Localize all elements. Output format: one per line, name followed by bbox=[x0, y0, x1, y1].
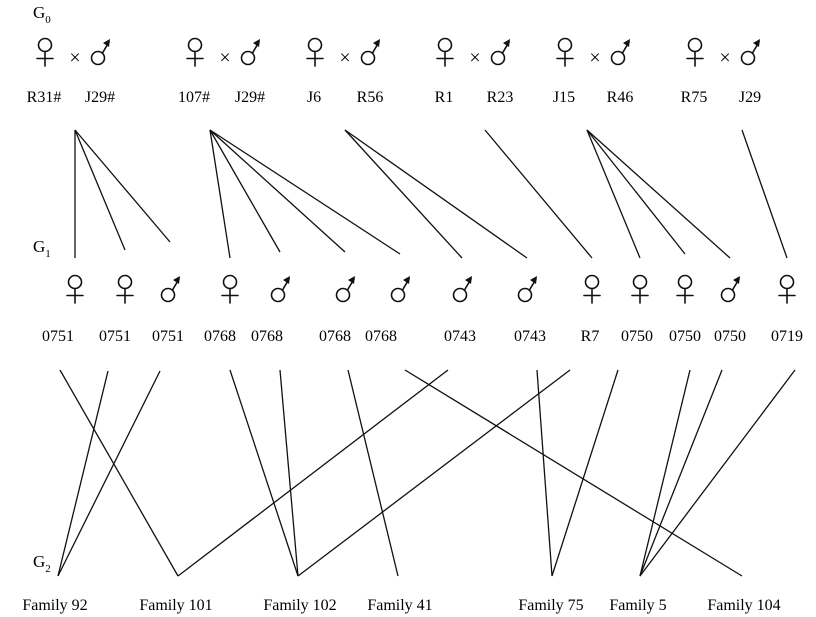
g0-male-label: R23 bbox=[487, 89, 514, 106]
g0-male-label: J29# bbox=[235, 89, 265, 106]
cross-symbol: × bbox=[469, 47, 480, 69]
g0-male-symbol-3 bbox=[490, 39, 510, 66]
g1-label: 0750 bbox=[714, 328, 746, 345]
cross-symbol: × bbox=[719, 47, 730, 69]
g1-male-symbol-12 bbox=[720, 276, 740, 303]
g1-female-symbol-0 bbox=[66, 274, 84, 304]
g0-g1-link bbox=[74, 129, 171, 243]
g0-g1-link bbox=[344, 129, 463, 259]
g1-g2-link bbox=[57, 370, 109, 577]
g1-male-symbol-6 bbox=[390, 276, 410, 303]
g0-male-label: J29 bbox=[739, 89, 761, 106]
g0-g1-link bbox=[209, 129, 281, 253]
g1-g2-link bbox=[639, 369, 691, 577]
g0-g1-link bbox=[586, 129, 731, 259]
g1-label: 0768 bbox=[251, 328, 283, 345]
g0-g1-link bbox=[586, 129, 641, 259]
g1-male-symbol-7 bbox=[452, 276, 472, 303]
g1-label: 0751 bbox=[42, 328, 74, 345]
g0-g1-link bbox=[344, 129, 528, 259]
cross-symbol: × bbox=[589, 47, 600, 69]
g1-male-symbol-4 bbox=[270, 276, 290, 303]
g0-female-label: R75 bbox=[681, 89, 708, 106]
g0-male-label: R46 bbox=[607, 89, 634, 106]
g1-g2-link bbox=[404, 369, 743, 577]
g2-family-label: Family 92 bbox=[22, 597, 87, 614]
g0-male-symbol-1 bbox=[240, 39, 260, 66]
g0-male-symbol-4 bbox=[610, 39, 630, 66]
g0-female-symbol-5 bbox=[686, 37, 704, 67]
g1-female-symbol-3 bbox=[221, 274, 239, 304]
g2-family-label: Family 101 bbox=[139, 597, 212, 614]
g0-g1-link bbox=[741, 129, 788, 259]
g2-family-label: Family 104 bbox=[707, 597, 780, 614]
g0-g1-link bbox=[209, 129, 231, 259]
g2-family-label: Family 75 bbox=[518, 597, 583, 614]
g0-g1-link bbox=[484, 129, 593, 259]
g0-female-symbol-2 bbox=[306, 37, 324, 67]
g0-female-label: 107# bbox=[178, 89, 210, 106]
g1-g2-link bbox=[297, 369, 571, 577]
g1-male-symbol-8 bbox=[517, 276, 537, 303]
generation-label-g2: G2 bbox=[33, 552, 51, 575]
g0-female-label: R31# bbox=[27, 89, 62, 106]
generation-label-g0: G0 bbox=[33, 3, 51, 26]
g1-female-symbol-10 bbox=[631, 274, 649, 304]
g1-label: 0768 bbox=[319, 328, 351, 345]
g0-g1-link bbox=[209, 129, 401, 255]
g0-g1-link bbox=[586, 129, 686, 255]
g1-female-symbol-11 bbox=[676, 274, 694, 304]
g1-g2-link bbox=[536, 369, 553, 577]
g1-g2-link bbox=[57, 370, 161, 577]
g0-male-label: J29# bbox=[85, 89, 115, 106]
g1-male-symbol-2 bbox=[160, 276, 180, 303]
cross-symbol: × bbox=[69, 47, 80, 69]
g1-g2-link bbox=[639, 369, 796, 577]
g1-label: 0743 bbox=[514, 328, 546, 345]
g1-g2-link bbox=[177, 369, 449, 577]
g0-male-symbol-5 bbox=[740, 39, 760, 66]
g0-female-label: J15 bbox=[553, 89, 575, 106]
g1-label: 0750 bbox=[669, 328, 701, 345]
g0-male-symbol-2 bbox=[360, 39, 380, 66]
g1-g2-link bbox=[279, 369, 299, 577]
g0-female-symbol-4 bbox=[556, 37, 574, 67]
g1-label: 0750 bbox=[621, 328, 653, 345]
g1-label: R7 bbox=[581, 328, 600, 345]
g1-g2-link bbox=[639, 369, 723, 577]
g1-g2-link bbox=[229, 369, 299, 577]
g1-female-symbol-9 bbox=[583, 274, 601, 304]
g1-g2-link bbox=[347, 369, 399, 577]
g1-label: 0768 bbox=[204, 328, 236, 345]
g0-female-symbol-0 bbox=[36, 37, 54, 67]
g1-female-symbol-13 bbox=[778, 274, 796, 304]
g0-female-label: R1 bbox=[435, 89, 454, 106]
g0-male-symbol-0 bbox=[90, 39, 110, 66]
g0-female-symbol-1 bbox=[186, 37, 204, 67]
g1-label: 0743 bbox=[444, 328, 476, 345]
g1-label: 0719 bbox=[771, 328, 803, 345]
g0-female-symbol-3 bbox=[436, 37, 454, 67]
g0-g1-link bbox=[74, 129, 126, 251]
g0-female-label: J6 bbox=[307, 89, 321, 106]
generation-label-g1: G1 bbox=[33, 237, 51, 260]
g1-female-symbol-1 bbox=[116, 274, 134, 304]
g2-family-label: Family 5 bbox=[609, 597, 666, 614]
g1-label: 0751 bbox=[152, 328, 184, 345]
g1-label: 0751 bbox=[99, 328, 131, 345]
g1-label: 0768 bbox=[365, 328, 397, 345]
g0-g1-link bbox=[209, 129, 346, 253]
g2-family-label: Family 102 bbox=[263, 597, 336, 614]
cross-symbol: × bbox=[219, 47, 230, 69]
cross-symbol: × bbox=[339, 47, 350, 69]
g1-male-symbol-5 bbox=[335, 276, 355, 303]
g0-male-label: R56 bbox=[357, 89, 384, 106]
g2-family-label: Family 41 bbox=[367, 597, 432, 614]
g1-g2-link bbox=[551, 369, 619, 577]
g1-g2-link bbox=[59, 369, 179, 577]
